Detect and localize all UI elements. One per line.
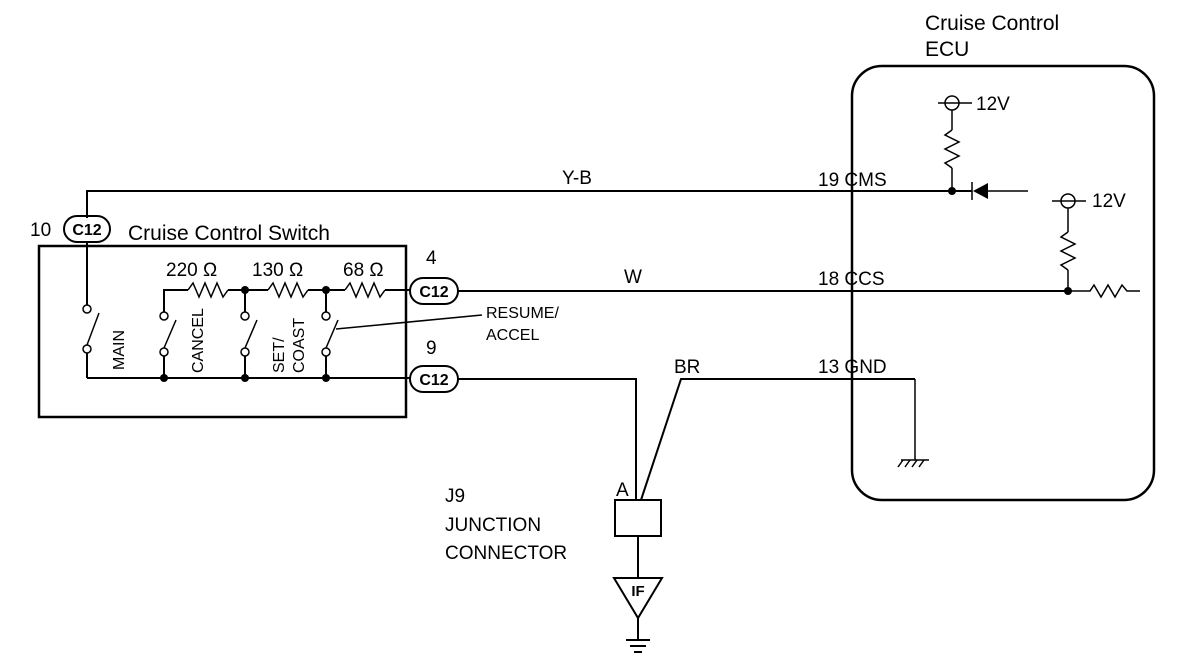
ecu-pin-gnd: 13 GND xyxy=(818,357,887,378)
switch-label-cancel: CANCEL xyxy=(190,308,207,373)
connector-c12-pin4-label: C12 xyxy=(419,284,448,301)
wire-label-yb: Y-B xyxy=(562,168,592,189)
wire-br xyxy=(640,378,915,501)
wire-label-w: W xyxy=(624,267,642,288)
switch-label-accel: ACCEL xyxy=(486,327,539,344)
resistor-130: 130 Ω xyxy=(252,260,303,281)
switch-title: Cruise Control Switch xyxy=(128,222,330,245)
switch-label-resume: RESUME/ xyxy=(486,305,559,322)
ecu-title-line1: Cruise Control xyxy=(925,12,1059,35)
ecu-box xyxy=(850,64,1156,502)
switch-main xyxy=(82,304,100,354)
resistor-68: 68 Ω xyxy=(343,260,384,281)
switch-box xyxy=(37,244,408,419)
chassis-ground-icon xyxy=(612,577,664,653)
ground-label-if: IF xyxy=(631,583,644,600)
ecu-supply-top: 12V xyxy=(976,94,1010,115)
junction-line1: J9 xyxy=(445,486,465,507)
connector-c12-pin10-label: C12 xyxy=(72,222,101,239)
diode-icon xyxy=(971,182,1028,200)
ground-icon xyxy=(897,379,929,468)
wire-yb xyxy=(86,190,972,218)
junction-line3: CONNECTOR xyxy=(445,543,567,564)
ecu-supply-right: 12V xyxy=(1092,191,1126,212)
connector-c12-pin9-label: C12 xyxy=(419,372,448,389)
ecu-pin-ccs: 18 CCS xyxy=(818,269,885,290)
junction-connector-block xyxy=(614,499,662,537)
ecu-ccs-pullup xyxy=(1052,193,1140,299)
switch-set-coast xyxy=(240,311,258,357)
ecu-title-line2: ECU xyxy=(925,38,969,61)
wire-pin9-to-junction xyxy=(458,378,637,500)
resume-leader-line xyxy=(335,314,483,330)
wire-label-br: BR xyxy=(674,357,700,378)
switch-pin-9: 9 xyxy=(426,338,437,359)
ecu-cms-pullup xyxy=(938,95,972,191)
switch-common-row xyxy=(86,353,410,382)
resistor-220: 220 Ω xyxy=(166,260,217,281)
ecu-pin-cms: 19 CMS xyxy=(818,170,887,191)
switch-label-set: SET/ xyxy=(271,337,288,373)
junction-line2: JUNCTION xyxy=(445,515,541,536)
switch-pin-10: 10 xyxy=(30,220,51,241)
switch-label-main: MAIN xyxy=(111,330,128,370)
switch-resume-accel xyxy=(321,311,339,357)
switch-cancel xyxy=(159,311,177,357)
junction-pin-a: A xyxy=(616,480,629,501)
switch-label-coast: COAST xyxy=(291,318,308,373)
switch-pin-4: 4 xyxy=(426,248,437,269)
resistor-ladder xyxy=(163,281,410,312)
